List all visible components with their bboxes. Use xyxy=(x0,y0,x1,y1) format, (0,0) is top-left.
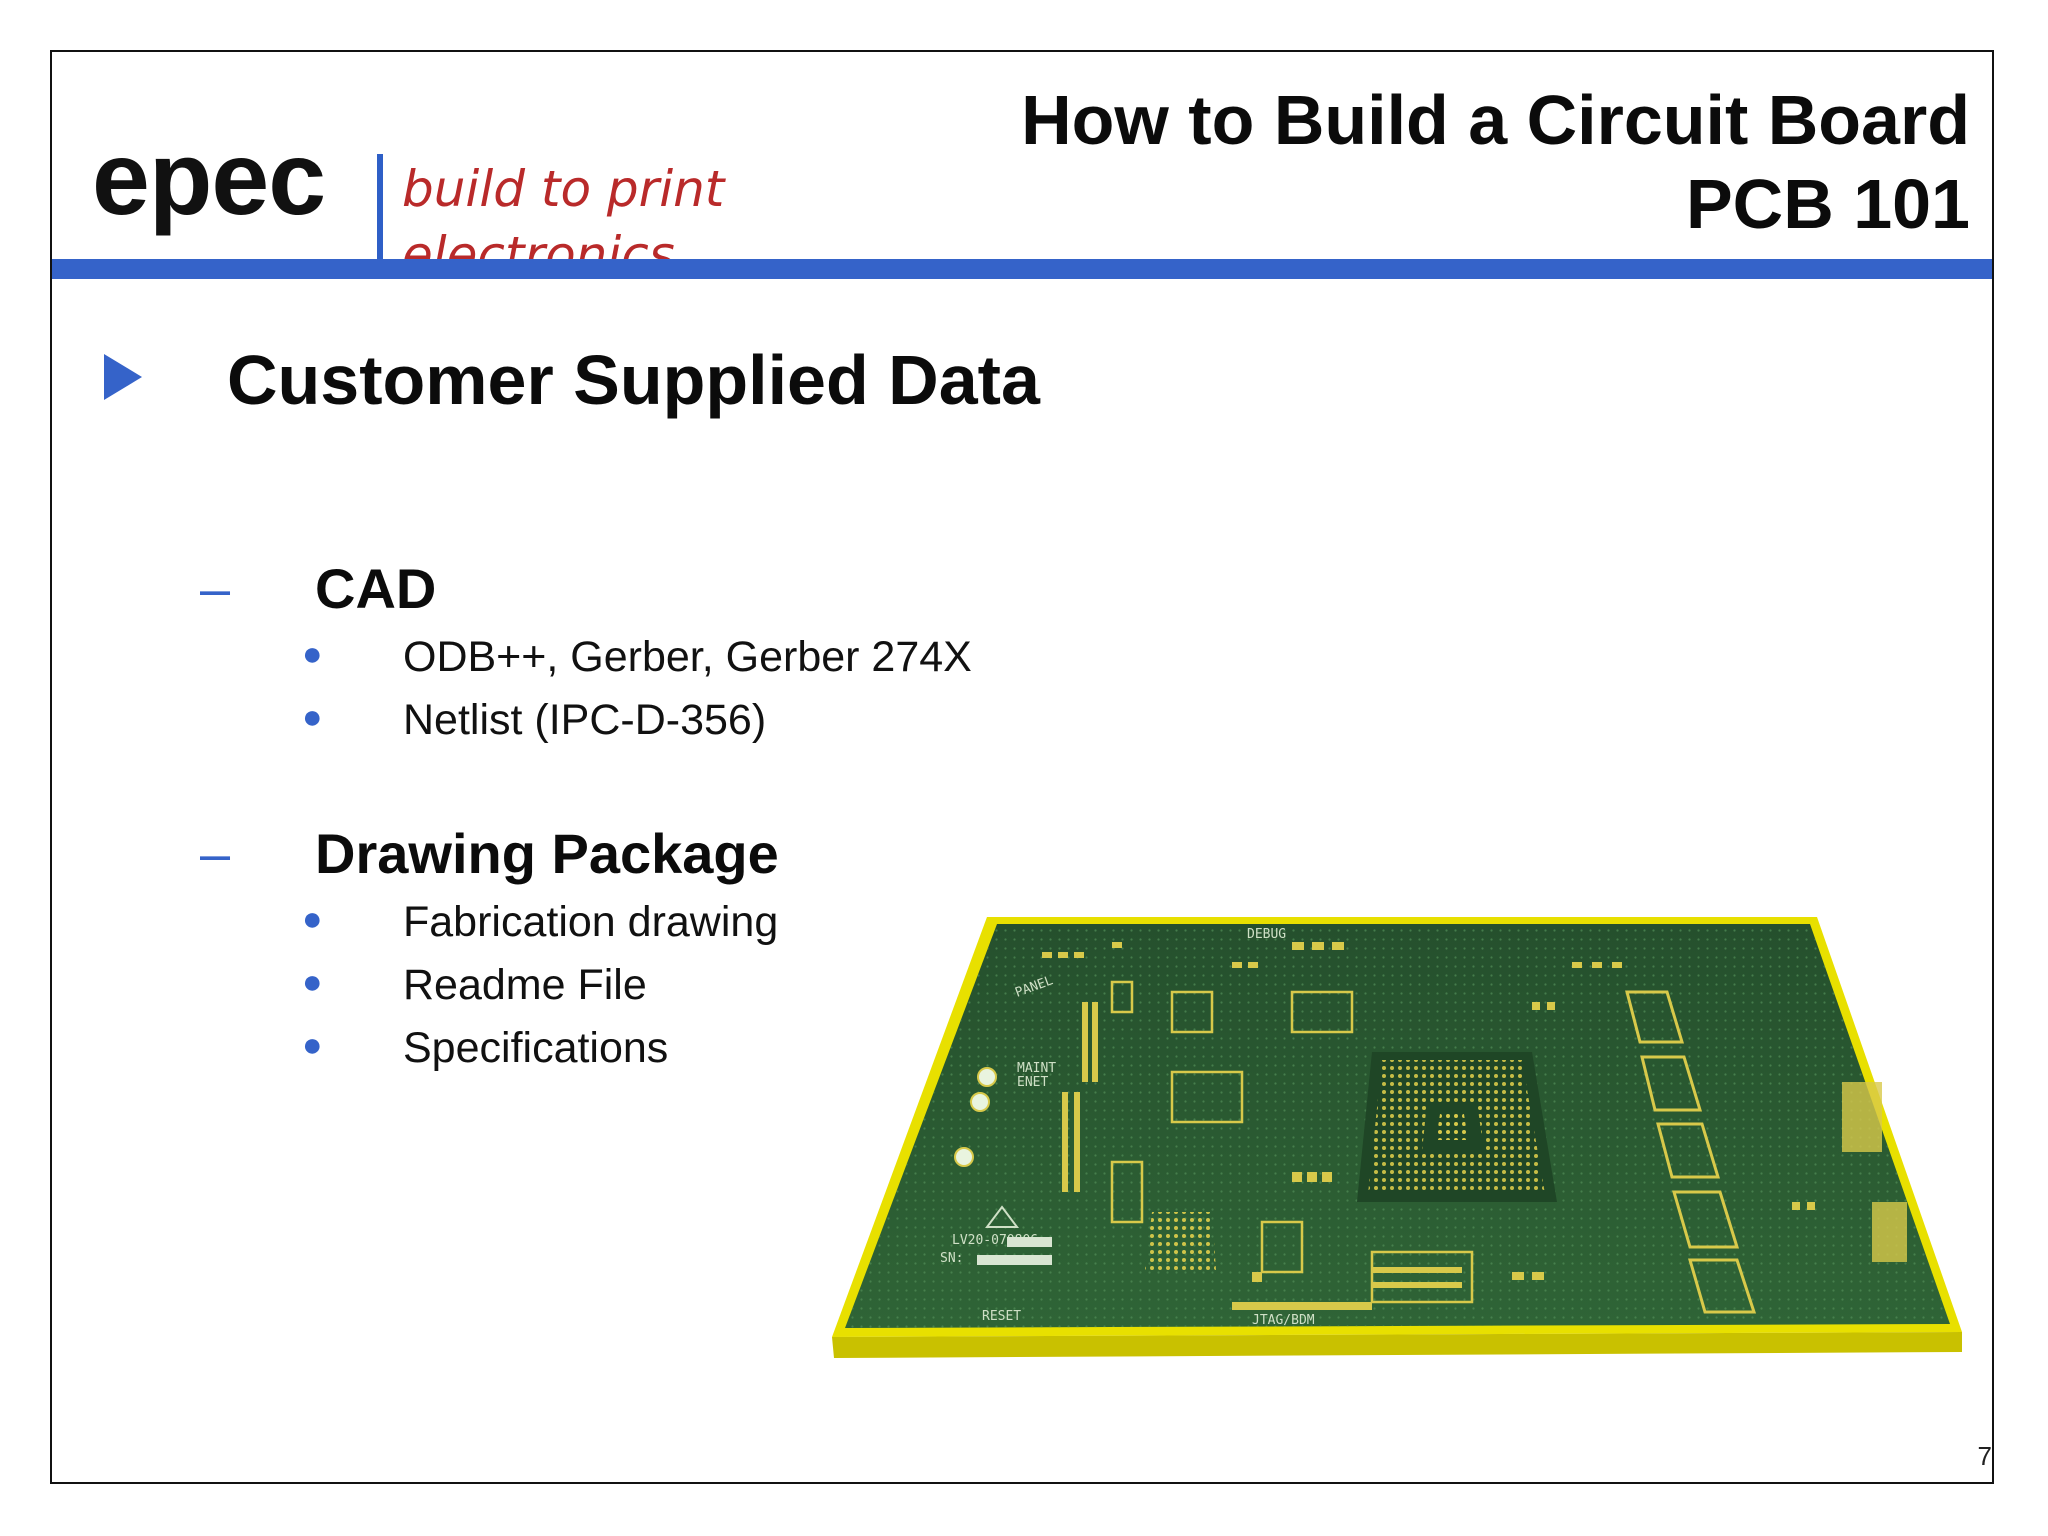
board-side xyxy=(832,1332,1962,1358)
section-title: Drawing Package xyxy=(315,822,779,885)
board-label: RESET xyxy=(982,1309,1021,1324)
label-box xyxy=(1007,1237,1052,1247)
epec-logo: epec build to print electronics xyxy=(92,104,732,284)
logo-wordmark: epec xyxy=(92,121,326,237)
section-cad: – CAD ● ODB++, Gerber, Gerber 274X ● Net… xyxy=(200,552,1100,762)
section-drawing-package: – Drawing Package ● Fabrication drawing … xyxy=(200,817,1100,1087)
board-label: MAINT xyxy=(1017,1061,1056,1076)
slide-title-line1: How to Build a Circuit Board xyxy=(1021,81,1970,159)
slide-title: How to Build a Circuit Board PCB 101 xyxy=(1021,78,1970,246)
board-label: JTAG/BDM xyxy=(1252,1313,1315,1328)
list-item-text: ODB++, Gerber, Gerber 274X xyxy=(403,633,972,681)
logo-tagline-line1: build to print xyxy=(402,160,725,218)
label-box xyxy=(977,1255,1052,1265)
dash-bullet: – xyxy=(200,824,231,884)
dash-bullet: – xyxy=(200,559,231,619)
board-label: SN: xyxy=(940,1251,963,1266)
list-item-text: Readme File xyxy=(403,961,647,1009)
small-bga xyxy=(1145,1212,1216,1270)
main-heading-text: Customer Supplied Data xyxy=(227,341,1040,419)
board-label: DEBUG xyxy=(1247,927,1286,942)
component-outlines xyxy=(1110,980,1474,1304)
slide-title-line2: PCB 101 xyxy=(1685,165,1970,243)
pad-rows xyxy=(1062,1002,1907,1310)
esd-warning-icon xyxy=(985,1205,1019,1228)
bullet-dot-icon: ● xyxy=(302,635,323,673)
header-rule xyxy=(52,259,1992,279)
list-item-text: Netlist (IPC-D-356) xyxy=(403,696,767,744)
logo-tagline: build to print electronics xyxy=(402,156,724,288)
section-title: CAD xyxy=(315,557,437,620)
memory-footprints xyxy=(1625,990,1757,1314)
slide: epec build to print electronics How to B… xyxy=(50,50,1994,1484)
mounting-holes xyxy=(954,1067,997,1167)
bullet-dot-icon: ● xyxy=(302,698,323,736)
list-item-text: Fabrication drawing xyxy=(403,898,779,946)
bullet-dot-icon: ● xyxy=(302,900,323,938)
pcb-board-image: PANEL DEBUG LV20-070806 SN: RESET JTAG/B… xyxy=(832,917,1962,1358)
logo-divider xyxy=(377,154,383,262)
page-number: 7 xyxy=(1977,1441,1992,1471)
smd-pads xyxy=(1042,942,1815,1282)
list-item-text: Specifications xyxy=(403,1024,669,1072)
bullet-dot-icon: ● xyxy=(302,1026,323,1064)
bullet-dot-icon: ● xyxy=(302,963,323,1001)
board-label: ENET xyxy=(1017,1075,1048,1090)
triangle-bullet-icon xyxy=(104,354,142,400)
